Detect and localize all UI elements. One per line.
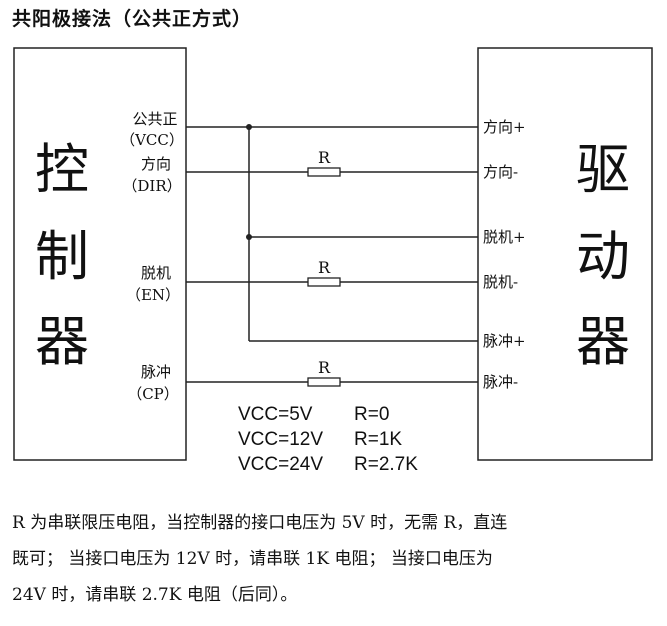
signal-cp-name: 脉冲 — [141, 363, 171, 381]
note-r-12v: R=1K — [354, 429, 402, 450]
driver-box — [477, 47, 653, 461]
description-line-1: R 为串联限压电阻，当控制器的接口电压为 5V 时，无需 R，直连 — [12, 513, 508, 533]
note-vcc-5v: VCC=5V — [238, 404, 313, 425]
driver-name-char-2: 动 — [576, 225, 630, 288]
resistor-cp-label: R — [318, 358, 331, 377]
wiring-diagram: 控 制 器 驱 动 器 公共正 （VCC） 方向 （DIR） 脱机 （EN） 脉… — [13, 47, 653, 475]
resistor-dir — [307, 167, 341, 177]
description-line-2: 既可； 当接口电压为 12V 时，请串联 1K 电阻； 当接口电压为 — [12, 549, 493, 569]
controller-name-char-1: 控 — [35, 138, 89, 201]
terminal-en-plus: 脱机+ — [483, 228, 526, 246]
resistor-en-label: R — [318, 258, 331, 277]
description-line-3: 24V 时，请串联 2.7K 电阻（后同）。 — [12, 585, 298, 605]
terminal-dir-minus: 方向- — [483, 163, 518, 181]
note-r-5v: R=0 — [354, 404, 389, 425]
junction-dot-en — [246, 234, 252, 240]
driver-name-char-3: 器 — [576, 310, 630, 373]
controller-name-char-2: 制 — [35, 225, 89, 288]
resistor-cp — [307, 377, 341, 387]
terminal-cp-plus: 脉冲+ — [483, 332, 526, 350]
signal-en-name: 脱机 — [141, 264, 171, 282]
signal-dir-name: 方向 — [141, 155, 171, 173]
note-r-24v: R=2.7K — [354, 454, 418, 475]
resistor-en — [307, 277, 341, 287]
terminal-dir-plus: 方向+ — [483, 118, 526, 136]
signal-cp-code: （CP） — [127, 385, 179, 403]
terminal-cp-minus: 脉冲- — [483, 373, 518, 391]
note-vcc-12v: VCC=12V — [238, 429, 323, 450]
signal-vcc-code: （VCC） — [120, 131, 184, 149]
resistor-dir-label: R — [318, 148, 331, 167]
terminal-en-minus: 脱机- — [483, 273, 518, 291]
junction-dot-vcc — [246, 124, 252, 130]
controller-box — [13, 47, 187, 461]
driver-name-char-1: 驱 — [576, 138, 630, 201]
diagram-title: 共阳极接法（公共正方式） — [12, 8, 253, 30]
note-vcc-24v: VCC=24V — [238, 454, 323, 475]
description-paragraph: R 为串联限压电阻，当控制器的接口电压为 5V 时，无需 R，直连 既可； 当接… — [12, 505, 660, 613]
controller-name-char-3: 器 — [35, 310, 89, 373]
signal-en-code: （EN） — [126, 286, 180, 304]
signal-vcc-name: 公共正 — [132, 110, 177, 128]
signal-dir-code: （DIR） — [122, 177, 181, 195]
